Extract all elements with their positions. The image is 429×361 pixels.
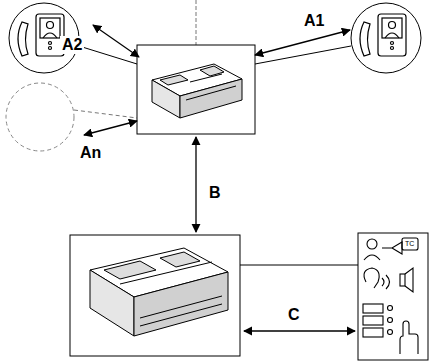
callout-letter: B — [207, 184, 223, 202]
callout-letter: An — [78, 144, 103, 162]
callout-letter: A2 — [60, 36, 84, 54]
callout-letter: A1 — [302, 12, 326, 30]
icon-label: TC — [404, 240, 415, 247]
callout-letter: C — [286, 306, 302, 324]
